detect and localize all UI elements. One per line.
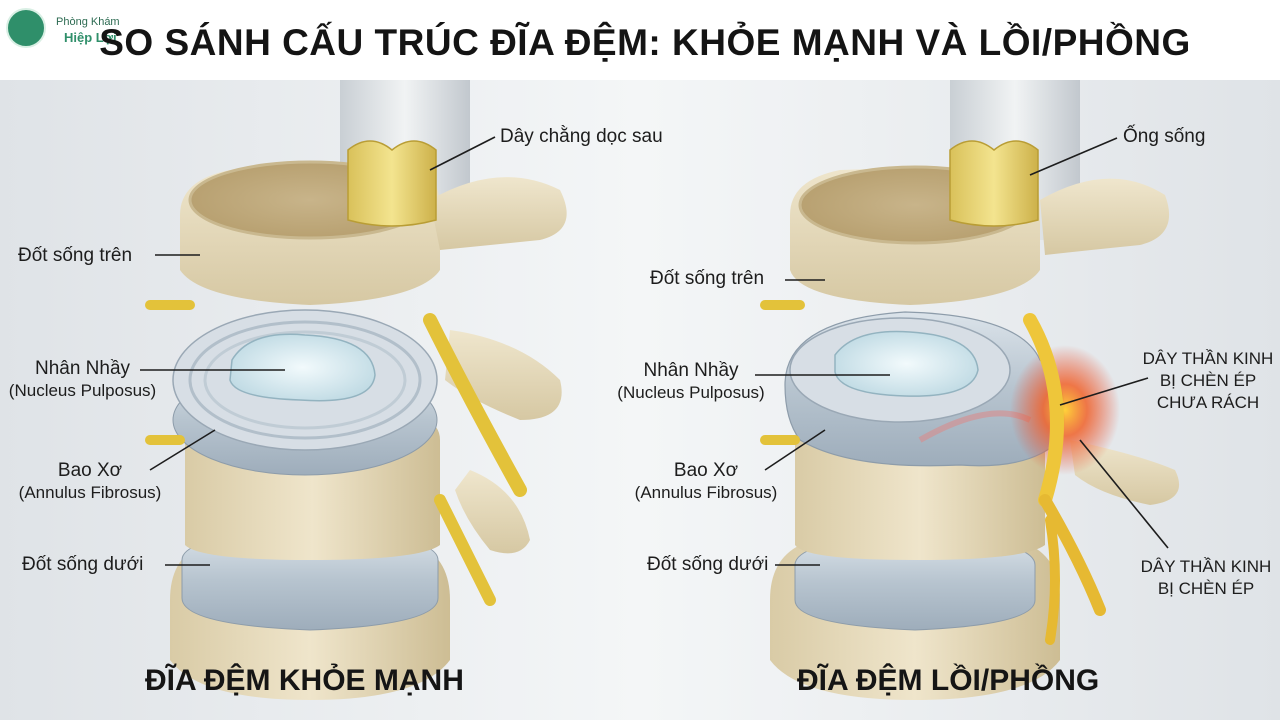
facet-process	[455, 470, 530, 554]
clinic-logo: Phòng Khám Hiệp Lợi	[6, 8, 126, 48]
clinic-logo-mark	[6, 8, 46, 48]
annulus-ring	[188, 320, 422, 440]
nerve-root	[1039, 494, 1106, 616]
leader-line	[1029, 137, 1118, 176]
label-annulus-latin: (Annulus Fibrosus)	[634, 483, 778, 502]
nerve-root	[1045, 515, 1060, 645]
label-nerve-compressed-line2: BỊ CHÈN ÉP	[1157, 579, 1255, 598]
label-nucleus-latin: (Nucleus Pulposus)	[617, 383, 765, 402]
label-annulus: Bao Xơ (Annulus Fibrosus)	[5, 460, 175, 504]
annulus-ring	[203, 330, 407, 430]
label-nerve-untorn-line2: BỊ CHÈN ÉP	[1159, 371, 1257, 390]
compressed-nerve	[1023, 313, 1064, 507]
label-nerve-untorn-line3: CHƯA RÁCH	[1156, 393, 1260, 412]
label-upper-vertebra: Đốt sống trên	[650, 268, 765, 289]
bulging-spine	[755, 80, 1180, 700]
label-spinal-canal: Ống sống	[1123, 126, 1206, 147]
label-nerve-untorn: DÂY THẦN KINH BỊ CHÈN ÉP CHƯA RÁCH	[1140, 348, 1276, 414]
label-annulus: Bao Xơ (Annulus Fibrosus)	[620, 460, 792, 504]
label-nerve-compressed: DÂY THẦN KINH BỊ CHÈN ÉP	[1135, 556, 1277, 600]
spinal-cord	[949, 140, 1039, 227]
leader-line	[1059, 377, 1149, 406]
label-annulus-name: Bao Xơ	[57, 460, 123, 481]
caption-bulging-disc: ĐĨA ĐỆM LỒI/PHỒNG	[797, 664, 1100, 697]
leader-line	[1079, 439, 1169, 549]
label-upper-vertebra: Đốt sống trên	[18, 245, 133, 266]
nerve-root	[434, 494, 496, 606]
label-posterior-ligament: Dây chằng dọc sau	[500, 126, 663, 147]
label-annulus-latin: (Annulus Fibrosus)	[18, 483, 162, 502]
clinic-logo-line1: Phòng Khám	[56, 16, 120, 28]
label-nucleus-latin: (Nucleus Pulposus)	[8, 381, 157, 400]
nerve-root	[423, 313, 527, 497]
nucleus-pulposus	[229, 333, 376, 402]
transverse-process	[1040, 178, 1170, 255]
nucleus-pulposus	[834, 330, 979, 397]
clinic-logo-line2: Hiệp Lợi	[64, 30, 117, 45]
leader-line	[764, 429, 826, 471]
label-nerve-compressed-line1: DÂY THẦN KINH	[1140, 557, 1272, 576]
healthy-spine	[140, 80, 567, 700]
title-band	[0, 0, 1280, 80]
label-annulus-name: Bao Xơ	[673, 460, 739, 481]
label-nucleus-name: Nhân Nhầy	[34, 358, 131, 379]
caption-healthy-disc: ĐĨA ĐỆM KHỎE MẠNH	[145, 664, 464, 697]
label-lower-vertebra: Đốt sống dưới	[647, 554, 769, 575]
leader-line	[149, 429, 216, 471]
label-nucleus: Nhân Nhầy (Nucleus Pulposus)	[605, 360, 777, 404]
label-nerve-untorn-line1: DÂY THẦN KINH	[1142, 349, 1274, 368]
inflammation-glow	[1010, 345, 1120, 475]
diagram-title: SO SÁNH CẤU TRÚC ĐĨA ĐỆM: KHỎE MẠNH VÀ L…	[99, 22, 1191, 63]
leader-line	[429, 136, 496, 171]
label-nucleus-name: Nhân Nhầy	[643, 360, 739, 381]
transverse-process	[430, 177, 567, 250]
label-lower-vertebra: Đốt sống dưới	[22, 554, 144, 575]
label-nucleus: Nhân Nhầy (Nucleus Pulposus)	[0, 358, 165, 402]
spinal-cord	[347, 140, 437, 227]
